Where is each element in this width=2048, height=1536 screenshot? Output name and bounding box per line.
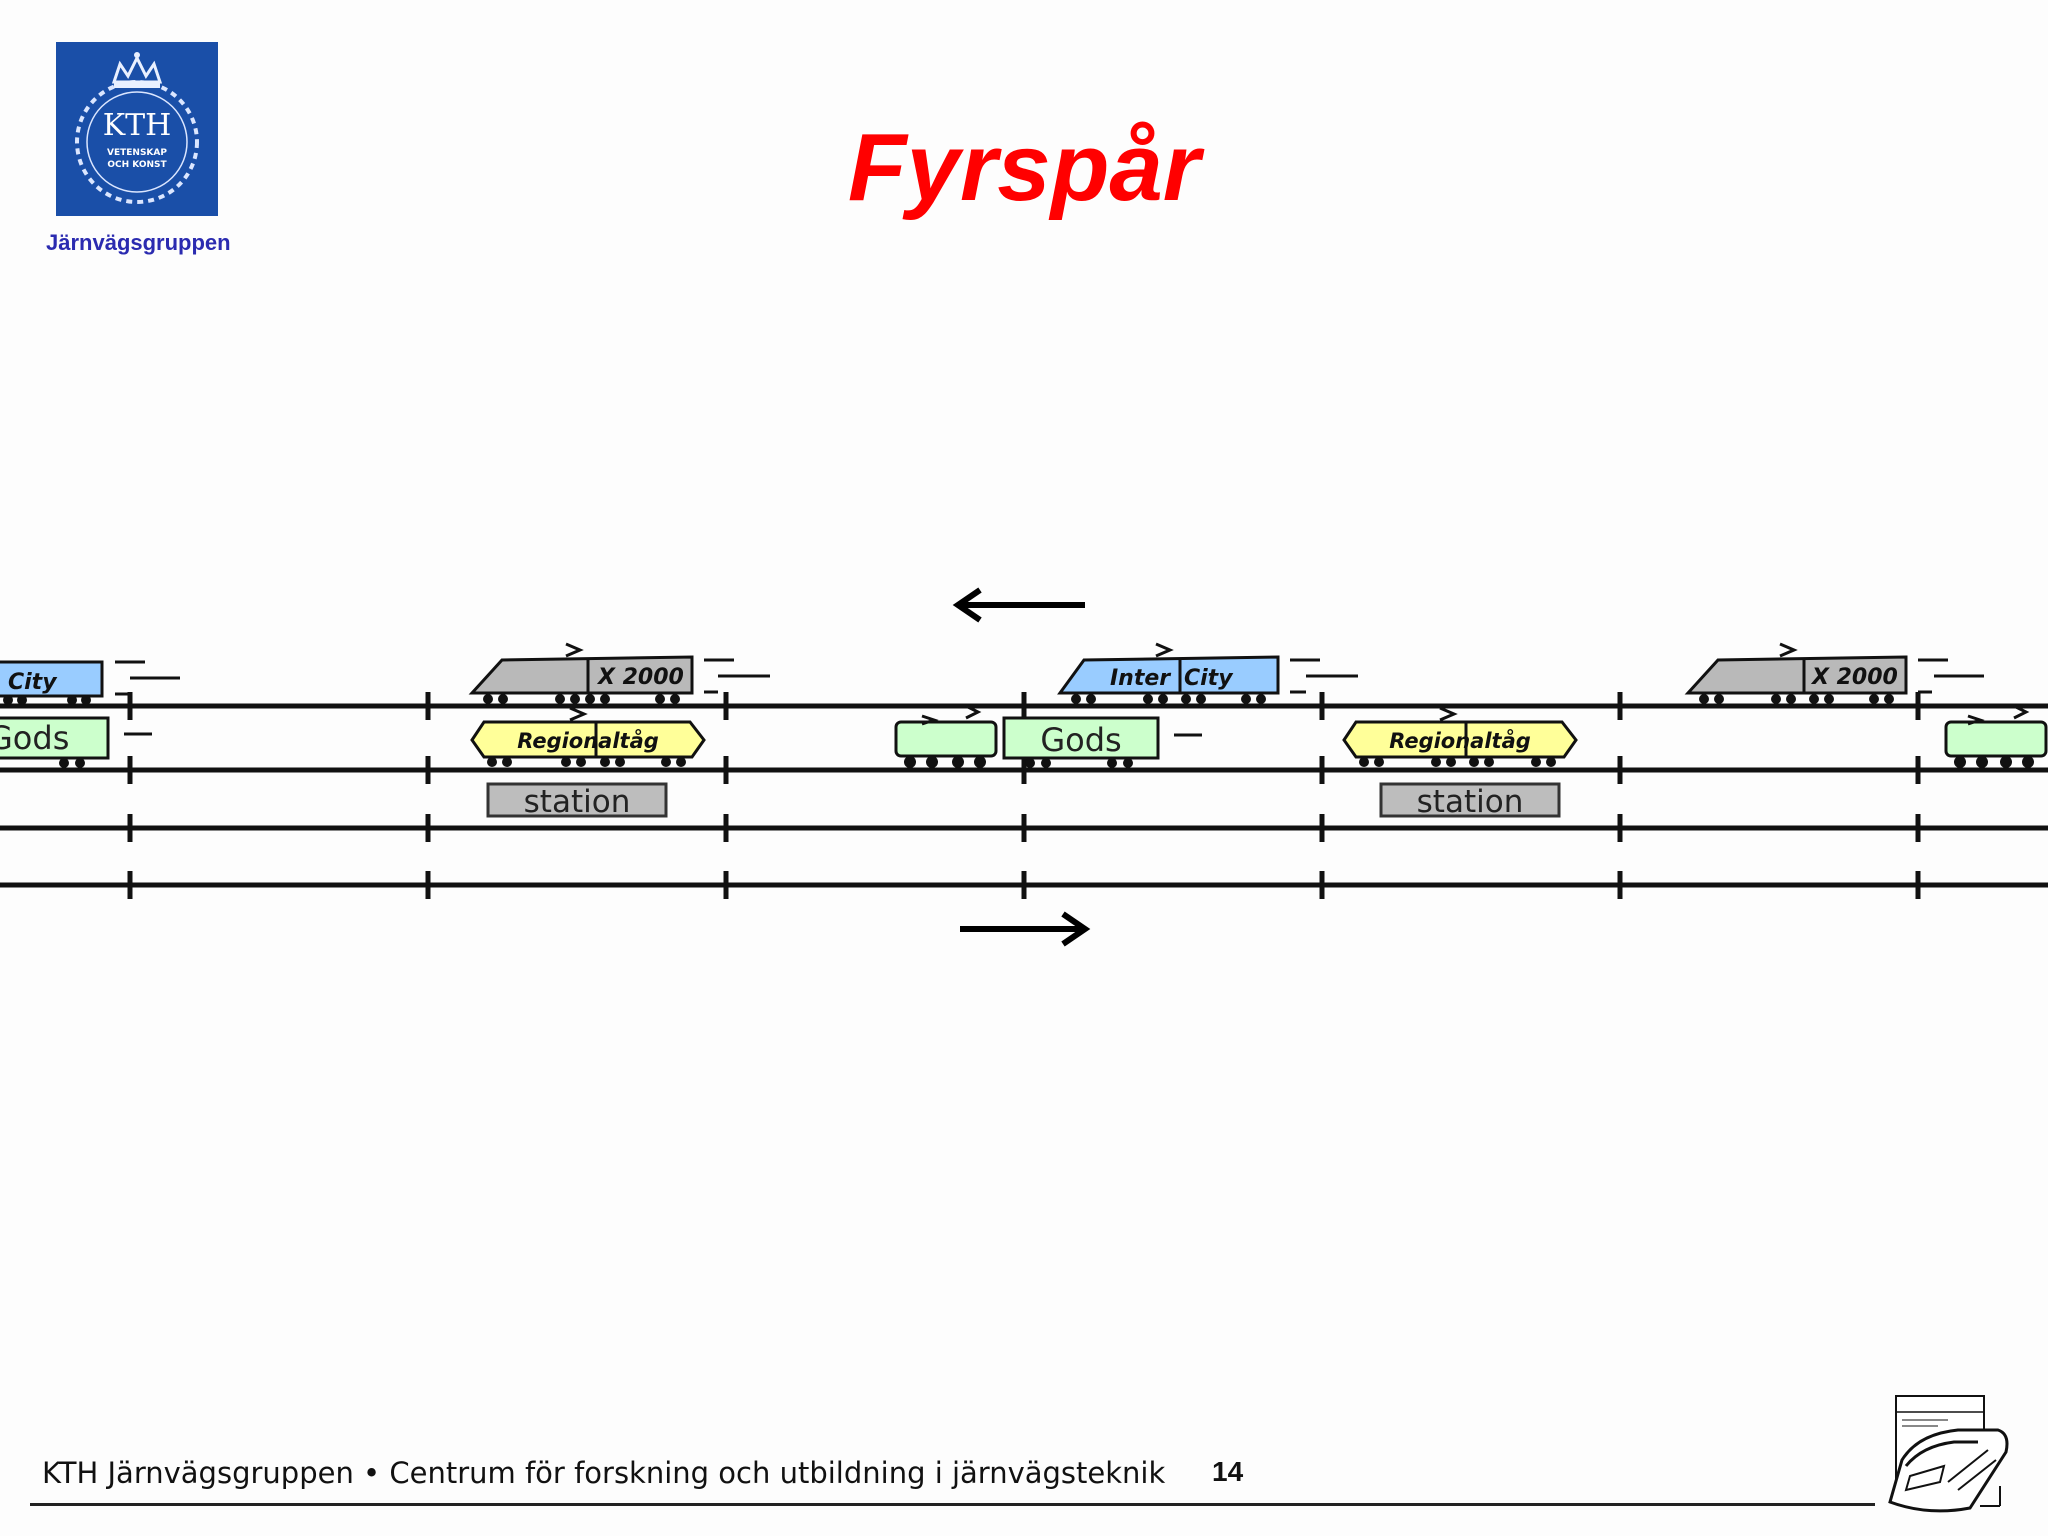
footer-divider xyxy=(30,1503,1875,1506)
gods-label-middle: Gods xyxy=(1040,721,1121,759)
regional-label-2: Regionaltåg xyxy=(1389,728,1531,753)
group-name: Järnvägsgruppen xyxy=(46,230,231,255)
logo-motto-line1: VETENSKAP xyxy=(107,148,167,158)
regional-train-2: Regionaltåg xyxy=(1342,706,1578,767)
station-label-2: station xyxy=(1417,784,1524,820)
intercity-train-middle: Inter City xyxy=(1057,642,1358,704)
intercity-label-part2: City xyxy=(1184,666,1234,691)
station-label-1: station xyxy=(524,784,631,820)
high-speed-train-icon xyxy=(1888,1395,2009,1513)
block-ticks xyxy=(127,692,1921,899)
gods-train-left: Gods xyxy=(0,716,152,768)
x2000-train-2: X 2000 xyxy=(1684,642,1984,704)
slide-title-text: Fyrspår xyxy=(847,114,1201,221)
gods-train-right xyxy=(1944,704,2048,768)
kth-logo: KTH VETENSKAP OCH KONST xyxy=(56,42,218,216)
regional-train-1: Regionaltåg xyxy=(470,706,706,767)
footer-text: KTH Järnvägsgruppen • Centrum för forskn… xyxy=(42,1456,1166,1490)
regional-label-1: Regionaltåg xyxy=(517,728,659,753)
station-1: station xyxy=(486,782,668,820)
kth-crown-emblem-icon: KTH VETENSKAP OCH KONST xyxy=(75,52,199,204)
intercity-train-left: City xyxy=(0,660,180,705)
gods-train-middle: Gods xyxy=(894,704,1202,768)
station-2: station xyxy=(1379,782,1561,820)
slide-title: Fyrspår xyxy=(0,120,2048,216)
x2000-label-1: X 2000 xyxy=(596,665,684,690)
arrow-left-icon xyxy=(952,587,1085,623)
logo-kth-text: KTH xyxy=(103,108,172,143)
gods-left-label: Gods xyxy=(0,719,69,757)
arrow-right-icon xyxy=(960,911,1091,947)
page-number: 14 xyxy=(1212,1456,1244,1487)
logo-motto-line2: OCH KONST xyxy=(107,160,167,170)
intercity-left-label: City xyxy=(8,670,58,695)
x2000-train-1: X 2000 xyxy=(468,642,770,704)
intercity-label-part1: Inter xyxy=(1110,666,1171,691)
x2000-label-2: X 2000 xyxy=(1810,665,1898,690)
